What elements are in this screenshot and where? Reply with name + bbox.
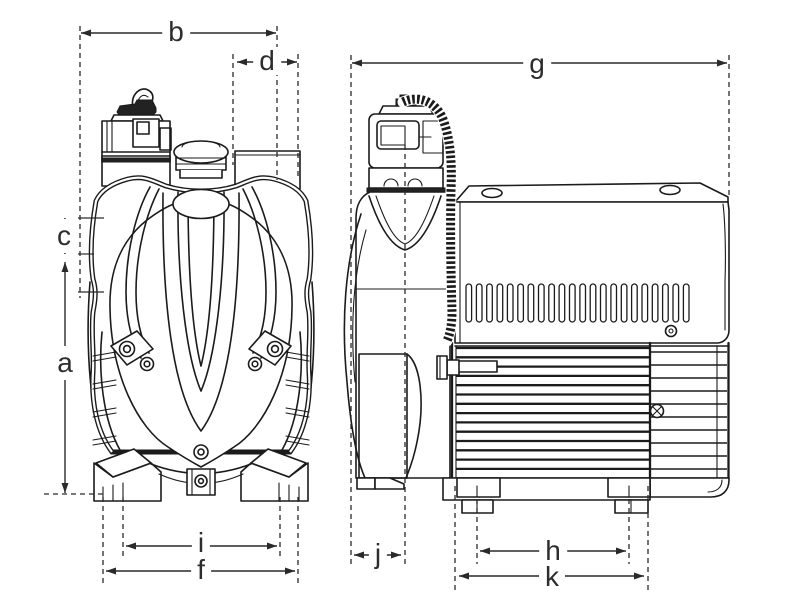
bolt-tabs <box>110 330 292 372</box>
vent-louvers <box>465 283 690 323</box>
power-cord-coil <box>397 93 458 347</box>
front-view <box>87 88 315 502</box>
motor <box>450 182 730 480</box>
dim-label-i: i <box>191 529 211 557</box>
dimension-lines <box>44 26 730 590</box>
side-view <box>343 93 730 514</box>
dim-label-d: d <box>253 47 281 75</box>
dim-label-h: h <box>539 537 567 565</box>
motor-base <box>442 477 730 514</box>
priming-cap <box>173 140 229 179</box>
side-ribs-left <box>92 351 117 446</box>
volute-cover <box>109 188 293 468</box>
dim-label-j: j <box>368 540 388 568</box>
cooling-fins-end <box>651 351 727 470</box>
dim-label-k: k <box>539 563 565 591</box>
oval-badge <box>172 188 230 220</box>
bottom-bracket <box>150 444 252 496</box>
side-ribs <box>92 331 310 451</box>
dim-label-b: b <box>162 18 190 46</box>
front-feet <box>93 448 309 502</box>
dim-label-a: a <box>55 346 75 380</box>
side-ribs-right <box>285 351 310 446</box>
cooling-fins-main <box>456 346 650 471</box>
dim-label-f: f <box>191 556 211 584</box>
pump-head <box>343 191 451 490</box>
dim-label-c: c <box>55 219 73 253</box>
pressure-switch <box>101 88 172 187</box>
port-stub <box>436 355 498 380</box>
dim-label-g: g <box>523 50 551 78</box>
